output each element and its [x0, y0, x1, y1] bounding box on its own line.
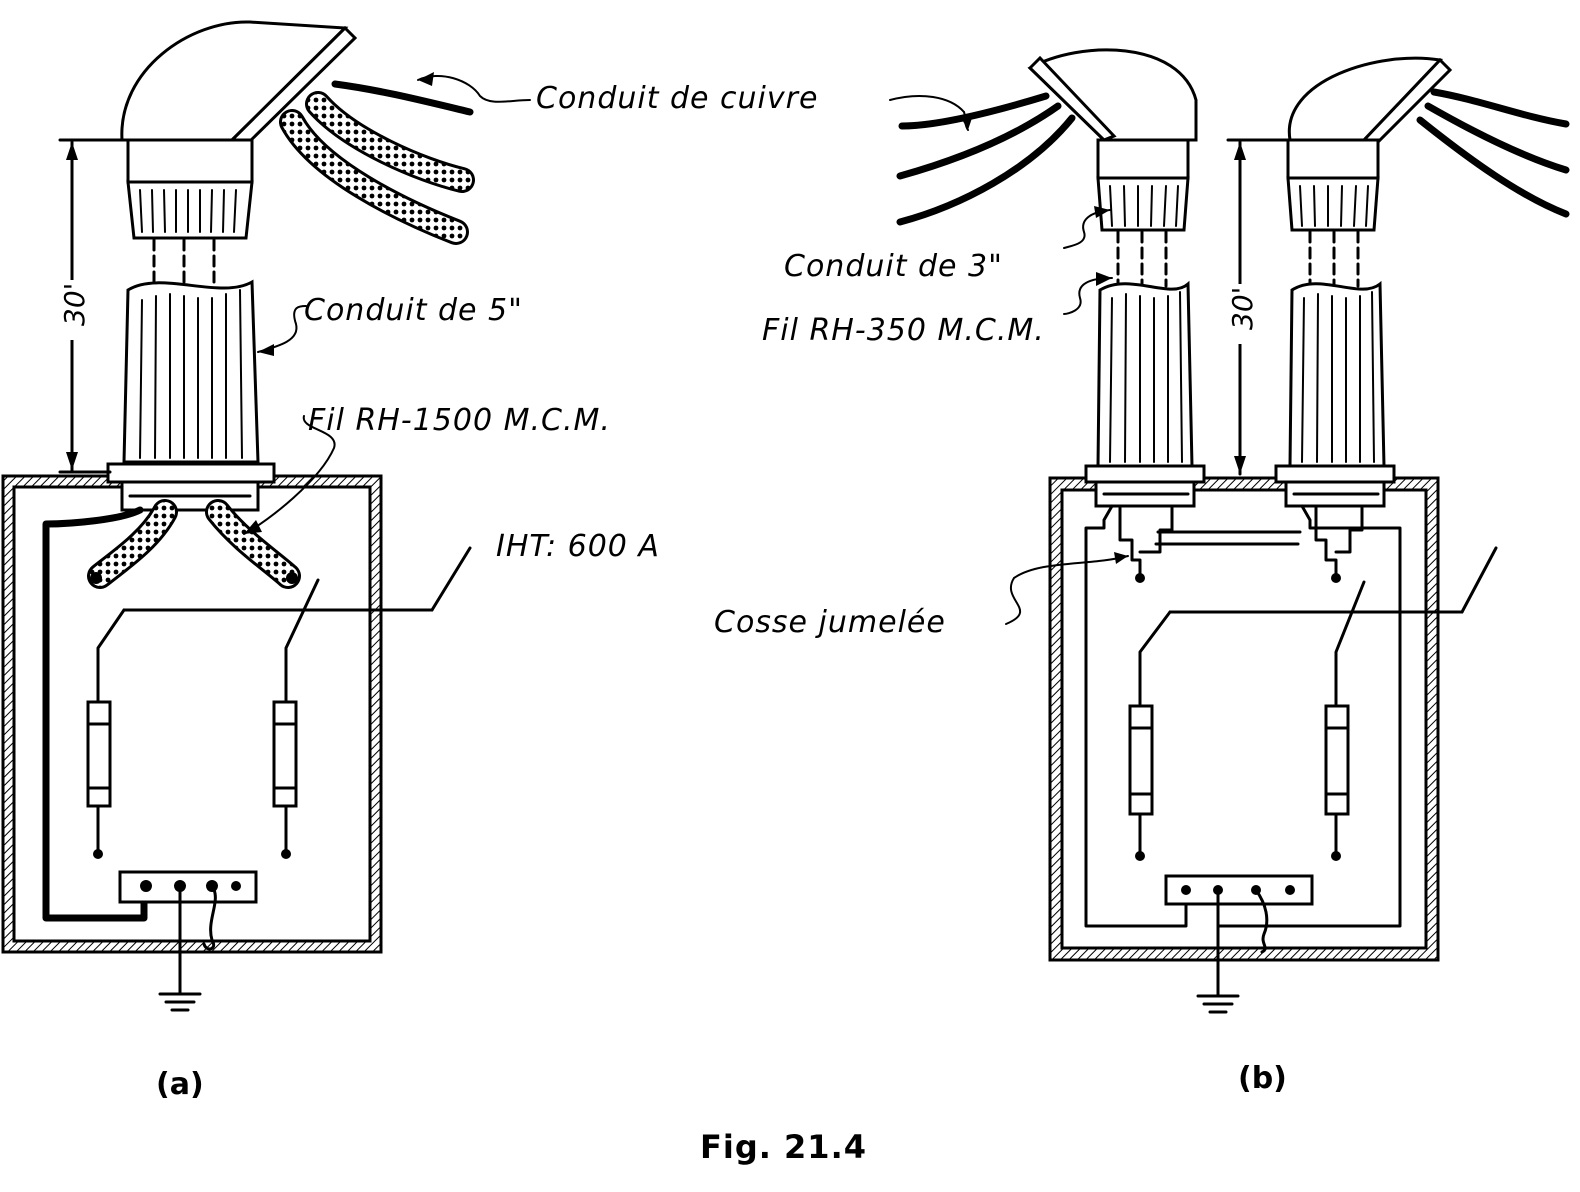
- breaker-a: [86, 546, 472, 859]
- label-twin-lug: Cosse jumelée: [714, 605, 946, 640]
- terminal-ground-a: [118, 870, 258, 1012]
- leaders-b: [889, 95, 1129, 625]
- conduit-5-a: [122, 279, 260, 464]
- weatherhead-b-left: [1027, 48, 1198, 232]
- label-copper-conduit: Conduit de cuivre: [536, 81, 818, 116]
- panel-a: 30': [1, 20, 531, 1012]
- enclosure-a: [1, 462, 383, 954]
- panel-b: 30': [889, 48, 1570, 1014]
- label-wire-rh-1500: Fil RH-1500 M.C.M.: [308, 403, 611, 438]
- conduit-3-b: [1096, 280, 1386, 468]
- label-conduit-5: Conduit de 5": [304, 293, 523, 328]
- leaders-a: [243, 72, 531, 535]
- caption-a: (a): [156, 1067, 204, 1102]
- label-conduit-3: Conduit de 3": [784, 249, 1003, 284]
- dimension-a: 30': [52, 138, 124, 474]
- dimension-b: 30': [1222, 138, 1292, 476]
- weatherhead-b-right: [1286, 56, 1453, 232]
- label-iht-600: IHT: 600 A: [496, 529, 660, 564]
- breaker-b: [1128, 546, 1498, 861]
- copper-conduit-cables-b: [896, 88, 1570, 226]
- internal-wiring-a: [42, 499, 301, 922]
- dimension-label-b: 30': [1226, 287, 1259, 330]
- caption-b: (b): [1238, 1061, 1287, 1096]
- terminal-ground-b: [1164, 874, 1314, 1014]
- dimension-label-a: 30': [58, 283, 91, 326]
- weatherhead-a: [120, 20, 358, 240]
- dashed-wires-b: [1116, 230, 1360, 288]
- copper-conduit-cables-a: [279, 80, 475, 245]
- figure-caption: Fig. 21.4: [700, 1128, 867, 1166]
- label-wire-rh-350: Fil RH-350 M.C.M.: [762, 313, 1045, 348]
